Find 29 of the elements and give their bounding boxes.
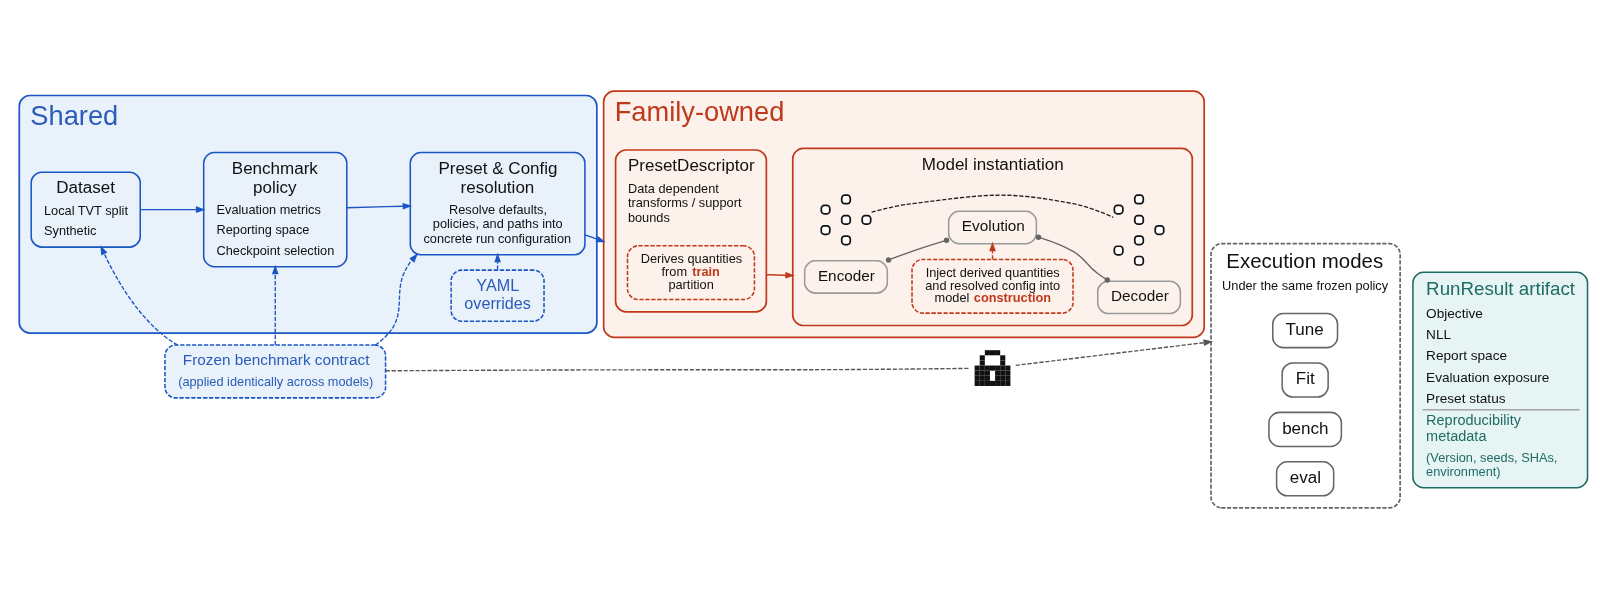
arrow bbox=[765, 271, 795, 279]
node-box: Tune bbox=[1272, 312, 1339, 349]
node-box: Encoder bbox=[803, 259, 889, 294]
node-box: Evolution bbox=[947, 210, 1038, 245]
arrow bbox=[989, 241, 996, 261]
node-box: Fit bbox=[1281, 362, 1329, 398]
node-box: YAML overrides bbox=[450, 269, 545, 322]
arrow bbox=[271, 264, 279, 346]
node-box: Frozen benchmark contract (applied identically across models) bbox=[164, 344, 387, 399]
arrow bbox=[100, 245, 179, 346]
node-box: Dataset Local TVT split Synthetic bbox=[30, 171, 141, 248]
arrow bbox=[584, 234, 606, 243]
arrow bbox=[494, 252, 501, 271]
node-box: bench bbox=[1268, 411, 1343, 448]
node-box: Benchmark policy Evaluation metrics Reporting space Checkpoint selection bbox=[202, 151, 348, 268]
connector bbox=[885, 237, 950, 263]
arrow bbox=[346, 202, 413, 210]
node-box: Preset & Config resolution Resolve defaults, policies, and paths into concrete run configuration bbox=[409, 151, 586, 256]
node-box: Inject derived quantities and resolved config into model construction bbox=[911, 258, 1074, 314]
arrow bbox=[1015, 339, 1214, 367]
node-box: Decoder bbox=[1096, 280, 1182, 315]
node-box: RunResult artifact Objective NLL Report space Evaluation exposure Preset status Reproducibility metadata (Version, seeds, SHAs, environment) bbox=[1412, 271, 1589, 489]
arrow bbox=[374, 253, 418, 346]
connector bbox=[385, 367, 971, 372]
arrow bbox=[139, 206, 206, 213]
connector bbox=[870, 194, 1114, 218]
node-box: eval bbox=[1275, 461, 1335, 497]
connector bbox=[1035, 234, 1110, 283]
node-box: Derives quantities from train partition bbox=[626, 245, 756, 301]
